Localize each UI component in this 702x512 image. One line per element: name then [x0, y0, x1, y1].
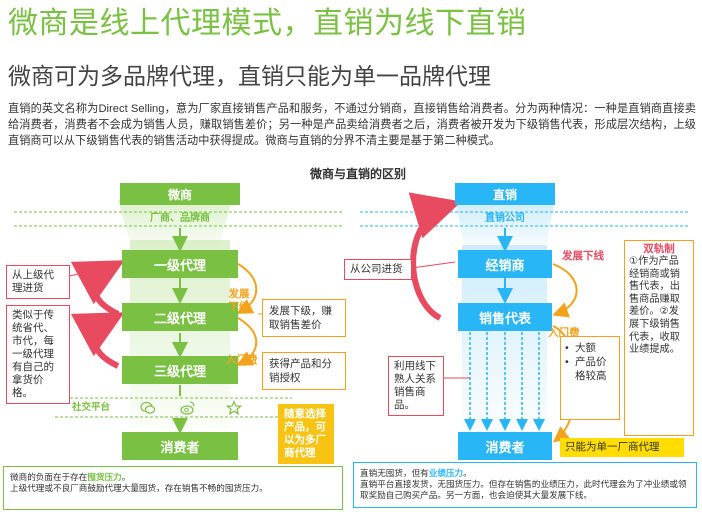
page-subtitle: 微商可为多品牌代理，直销只能为单一品牌代理 [8, 63, 491, 89]
social-platform-label: 社交平台 [72, 402, 111, 413]
summary-detail: 上级代理或不良厂商鼓励代理大量囤货，存在销售不畅的囤货压力。 [10, 483, 268, 493]
desc-develop-left: 发展下级，赚取销售差价 [262, 299, 346, 337]
dual-track-box: 双轨制 ①作为产品经销商或销售代表，出售商品赚取差价。②发展下级销售代表，收取业… [624, 240, 694, 436]
level-1-agent: 一级代理 [122, 250, 238, 278]
label-entry-fee-left: 入门费 [226, 354, 258, 366]
note-company-purchase: 从公司进货 [344, 259, 412, 280]
price-features: 大额 产品价格较高 [560, 336, 620, 420]
star-icon [225, 399, 243, 416]
note-offline-network: 利用线下熟人关系销售商品。 [388, 356, 444, 416]
summary-highlight: 业绩压力 [428, 468, 464, 478]
level-3-agent: 三级代理 [122, 356, 238, 384]
weishang-source: 厂商、品牌商 [150, 213, 210, 224]
zhixiao-consumer: 消费者 [458, 432, 552, 460]
note-free-choice: 随意选择产品，可以为多厂商代理 [278, 404, 334, 464]
label-develop-downline-right: 发展下线 [562, 250, 604, 262]
feature-item: 大额 [565, 341, 615, 355]
note-single-brand: 只能为单一厂商代理 [560, 438, 684, 457]
label-develop-downline: 发展下级 [228, 288, 250, 313]
summary-text-end: 。 [463, 468, 472, 478]
zhixiao-source: 直销公司 [485, 213, 525, 224]
dual-track-title: 双轨制 [643, 243, 675, 255]
dealer-box: 经销商 [458, 250, 552, 278]
level-2-agent: 二级代理 [122, 303, 238, 331]
weishang-consumer: 消费者 [122, 432, 238, 460]
sales-rep-box: 销售代表 [458, 303, 552, 331]
page-title: 微商是线上代理模式，直销为线下直销 [8, 7, 527, 40]
dual-track-body: ①作为产品经销商或销售代表，出售商品赚取差价。②发展下级销售代表，收取业绩提成。 [629, 256, 680, 356]
summary-text-end: 。 [121, 472, 131, 482]
note-tier-pricing: 类似于传统省代、市代，每一级代理有自己的拿货价格。 [6, 305, 70, 404]
desc-fee-left: 获得产品和分销授权 [262, 352, 346, 390]
zhixiao-header: 直销 [455, 183, 555, 205]
summary-detail: 直销平台直接发货，无囤货压力。但存在销售的业绩压力，此时代理会为了冲业绩或领取奖… [360, 479, 687, 500]
summary-text: 微商的负面在于存在 [10, 472, 88, 482]
wechat-icon [140, 400, 156, 416]
diagram-title: 微商与直销的区别 [309, 167, 406, 181]
zhixiao-summary: 直销无囤货，但有业绩压力。 直销平台直接发货，无囤货压力。但存在销售的业绩压力，… [353, 462, 697, 508]
intro-paragraph: 直销的英文名称为Direct Selling，意为厂家直接销售产品和服务，不通过… [8, 103, 696, 147]
note-upper-purchase: 从上级代理进货 [6, 265, 70, 299]
summary-text: 直销无囤货，但有 [360, 468, 429, 478]
feature-item: 产品价格较高 [565, 355, 615, 383]
summary-highlight: 囤货压力 [87, 472, 122, 482]
weishang-summary: 微商的负面在于存在囤货压力。 上级代理或不良厂商鼓励代理大量囤货，存在销售不畅的… [3, 466, 343, 510]
weishang-header: 微商 [120, 183, 240, 205]
weibo-icon [180, 400, 196, 416]
